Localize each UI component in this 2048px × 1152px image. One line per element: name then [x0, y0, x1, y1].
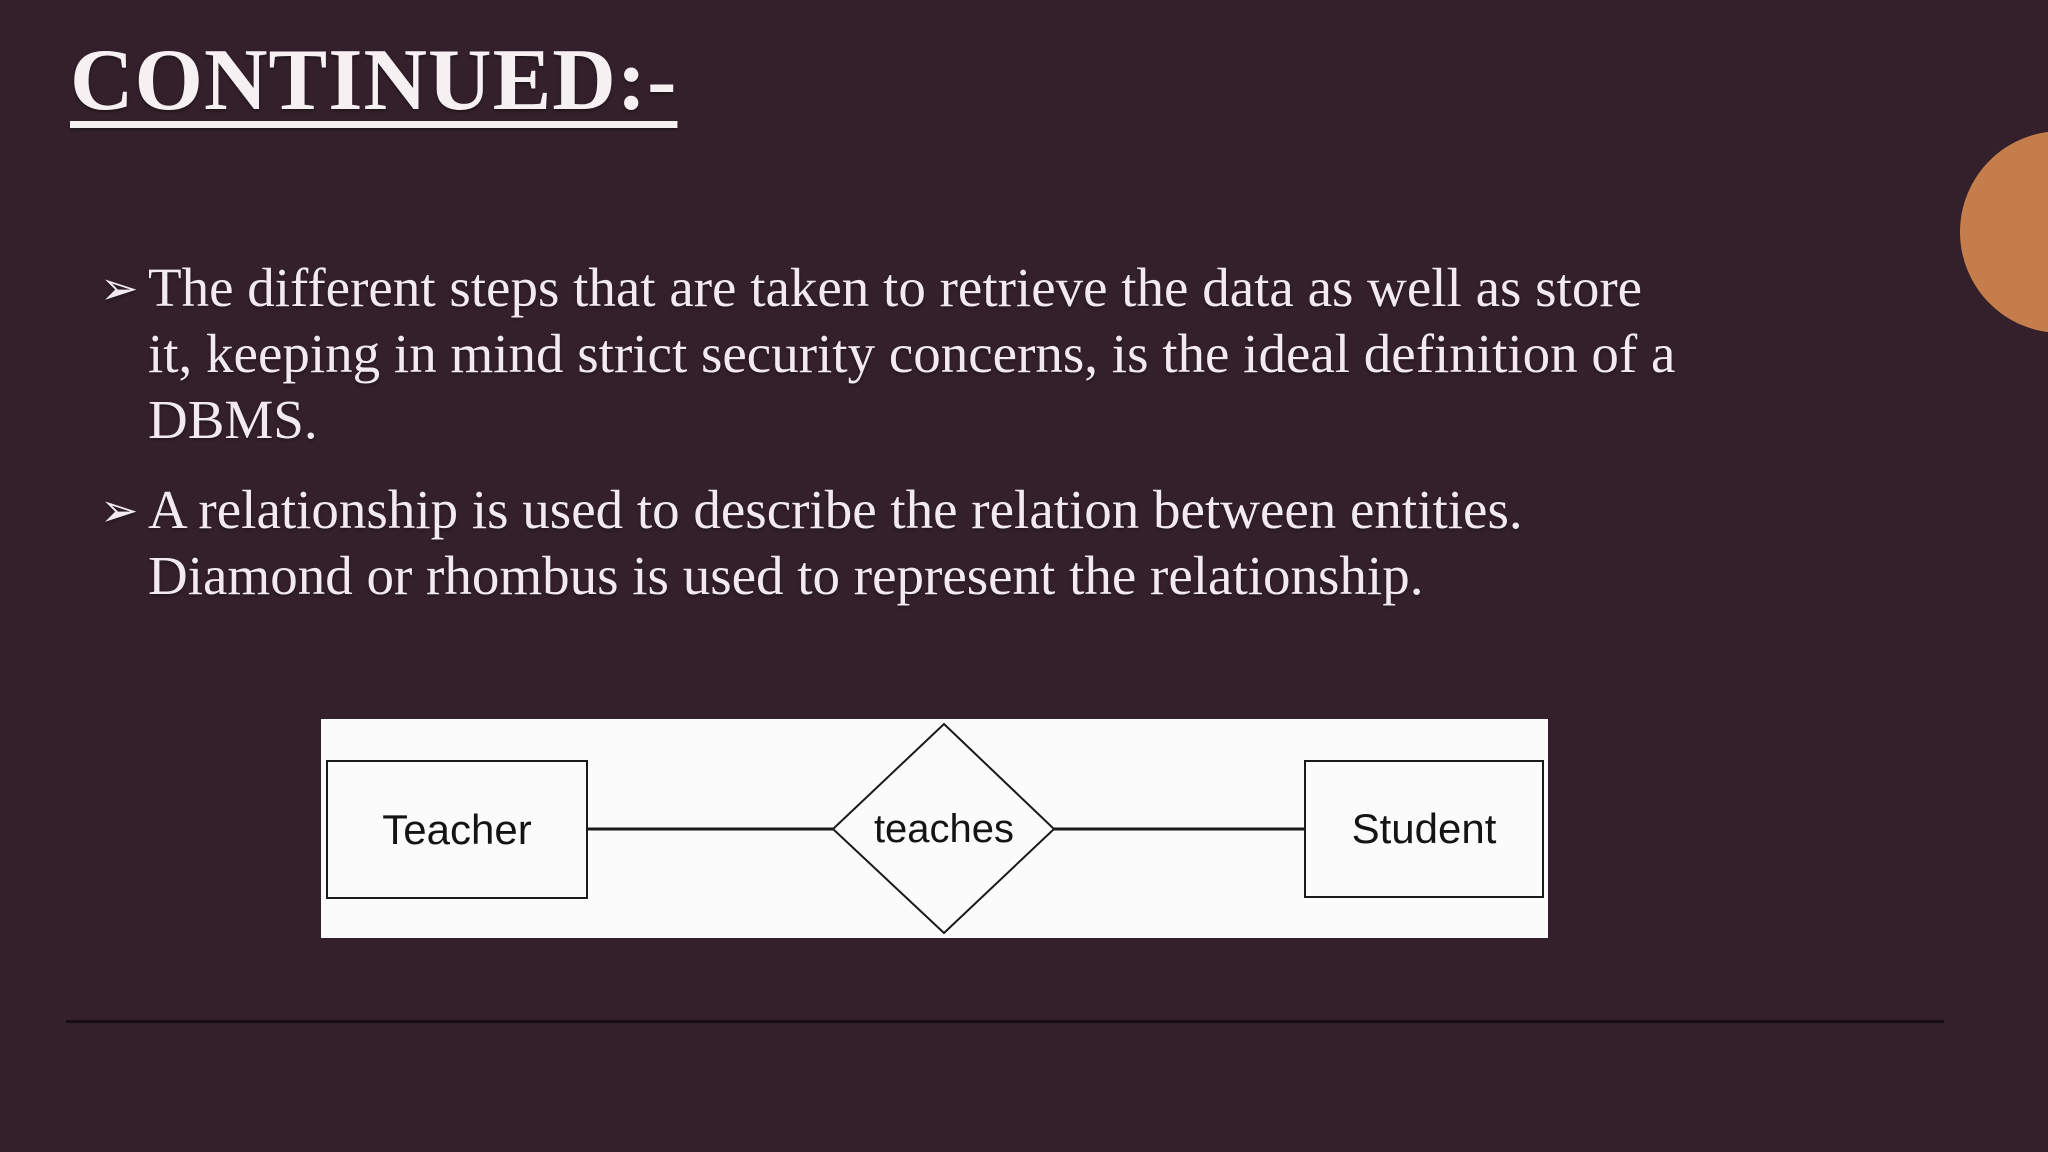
arrow-bullet-icon: ➢	[100, 483, 139, 537]
bullet-text-2: A relationship is used to describe the r…	[148, 477, 1900, 609]
bullet-item-2: ➢ A relationship is used to describe the…	[100, 477, 1900, 609]
relationship-diamond	[831, 722, 1056, 935]
bullet-line: The different steps that are taken to re…	[148, 257, 1643, 318]
bullet-text-1: The different steps that are taken to re…	[148, 255, 1900, 453]
er-diagram-connectors	[588, 722, 1304, 935]
entity-student: Student	[1304, 760, 1544, 898]
bullet-line: Diamond or rhombus is used to represent …	[148, 545, 1424, 606]
relationship-label: teaches	[873, 807, 1015, 851]
slide-title: CONTINUED:-	[70, 32, 678, 129]
entity-teacher-label: Teacher	[382, 805, 532, 853]
arrow-bullet-icon: ➢	[100, 261, 139, 315]
accent-circle	[1960, 131, 2048, 333]
bullet-line: it, keeping in mind strict security conc…	[148, 323, 1676, 384]
bullet-line: A relationship is used to describe the r…	[148, 479, 1523, 540]
entity-teacher: Teacher	[326, 760, 588, 899]
bullet-list: ➢ The different steps that are taken to …	[100, 255, 1900, 633]
entity-student-label: Student	[1351, 805, 1497, 852]
er-diagram-panel: Teacher teaches Student	[321, 719, 1548, 938]
bullet-line: DBMS.	[148, 389, 318, 450]
footer-divider	[66, 1020, 1944, 1023]
bullet-item-1: ➢ The different steps that are taken to …	[100, 255, 1900, 453]
